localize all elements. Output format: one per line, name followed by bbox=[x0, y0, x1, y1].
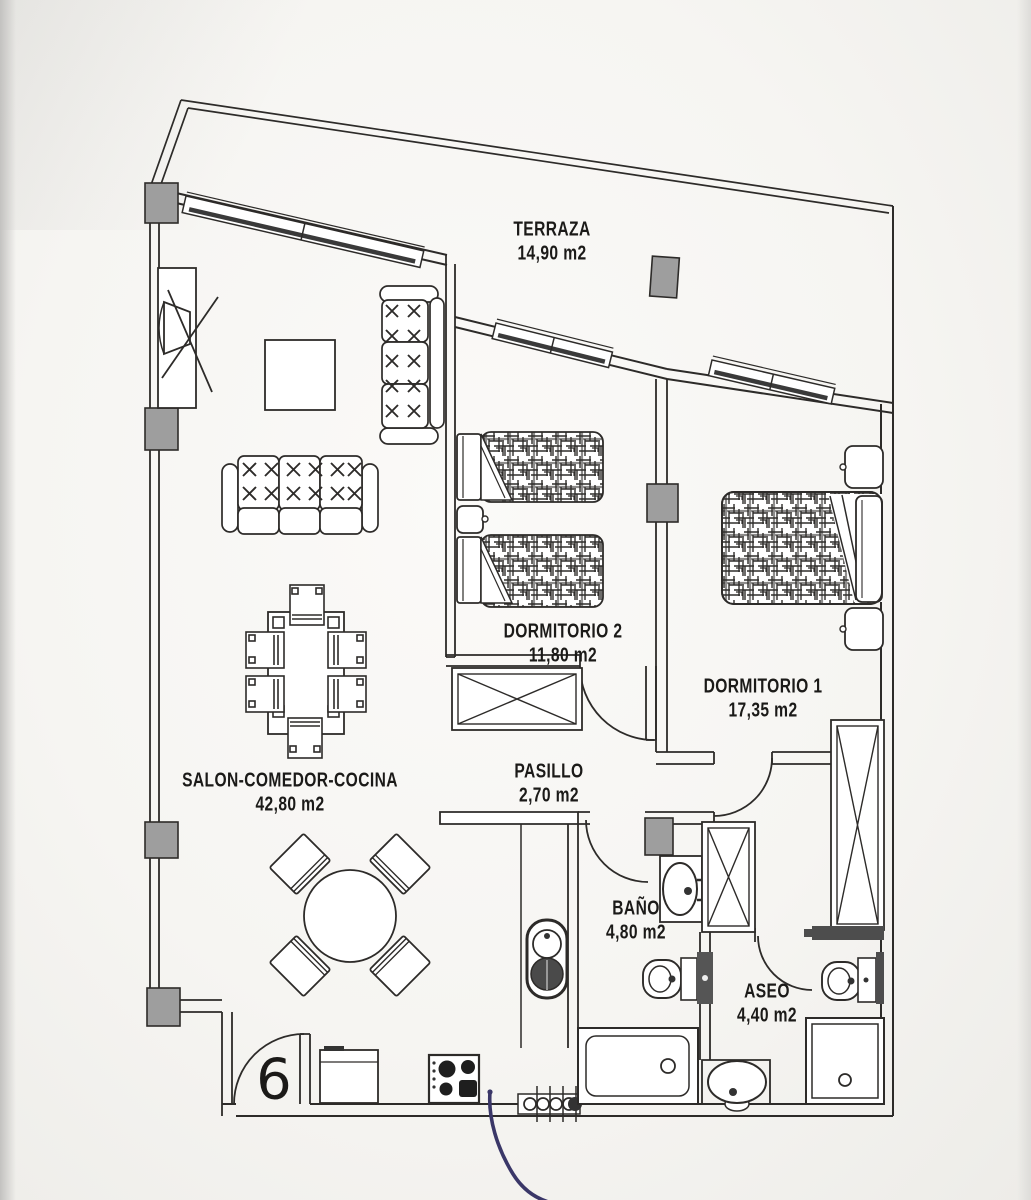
wardrobe-pasillo bbox=[451, 667, 583, 731]
dining-chair bbox=[245, 631, 285, 669]
room-name: DORMITORIO 2 bbox=[503, 620, 623, 643]
single-bed bbox=[456, 431, 604, 503]
wardrobe-dormitorio1 bbox=[830, 719, 885, 931]
bathroom-bano bbox=[577, 821, 756, 1105]
facade-windows bbox=[181, 191, 836, 405]
room-label-dormitorio2: DORMITORIO 2 11,80 m2 bbox=[504, 620, 623, 669]
round-table-chair bbox=[369, 935, 431, 997]
pillar bbox=[146, 987, 181, 1027]
room-area: 4,80 m2 bbox=[606, 922, 666, 944]
toilet-aseo bbox=[821, 952, 884, 1004]
toilet-bano bbox=[642, 952, 713, 1004]
sofa-small-horizontal bbox=[221, 455, 379, 535]
sink-aseo bbox=[701, 1059, 771, 1112]
scan-shadow-left-edge bbox=[0, 0, 16, 1200]
nightstand bbox=[839, 445, 884, 489]
room-label-dormitorio1: DORMITORIO 1 17,35 m2 bbox=[704, 675, 823, 724]
door-dormitorio1 bbox=[713, 757, 773, 817]
room-area: 14,90 m2 bbox=[517, 243, 587, 265]
door-aseo bbox=[757, 935, 813, 991]
entry-door bbox=[233, 1033, 311, 1105]
window-salon bbox=[181, 191, 425, 269]
pillar bbox=[144, 182, 179, 224]
room-name: DORMITORIO 1 bbox=[703, 675, 823, 698]
room-label-salon: SALON-COMEDOR-COCINA 42,80 m2 bbox=[182, 769, 398, 818]
room-name: ASEO bbox=[744, 980, 790, 1003]
scan-shadow-corner bbox=[0, 0, 420, 230]
room-area: 11,80 m2 bbox=[528, 645, 598, 667]
round-table bbox=[303, 869, 397, 963]
pillar bbox=[648, 255, 681, 299]
scan-shadow-right-edge bbox=[1017, 0, 1031, 1200]
radiator-aseo bbox=[812, 926, 884, 940]
room-area: 2,70 m2 bbox=[519, 785, 579, 807]
shower-tray bbox=[805, 1017, 885, 1105]
room-area: 17,35 m2 bbox=[728, 700, 798, 722]
round-table-chair bbox=[269, 935, 331, 997]
pillar bbox=[646, 483, 679, 523]
cooktop bbox=[427, 1053, 481, 1105]
dining-table-set bbox=[245, 584, 367, 759]
nightstand bbox=[839, 607, 884, 651]
terraza-outer-boundary bbox=[150, 99, 894, 214]
room-label-aseo: ASEO 4,40 m2 bbox=[737, 980, 797, 1029]
tv-unit bbox=[157, 267, 219, 409]
room-name: SALON-COMEDOR-COCINA bbox=[182, 769, 398, 792]
room-label-pasillo: PASILLO 2,70 m2 bbox=[514, 760, 583, 809]
dining-chair bbox=[287, 717, 323, 759]
water-heater bbox=[525, 918, 569, 1000]
beds-dormitorio2 bbox=[456, 431, 604, 608]
kitchen-cabinet bbox=[319, 1046, 379, 1104]
single-bed bbox=[456, 534, 604, 608]
round-table-chair bbox=[269, 833, 331, 895]
sofa-large-vertical bbox=[379, 285, 445, 445]
pillar bbox=[144, 821, 179, 859]
dining-chair bbox=[245, 675, 285, 713]
bathtub bbox=[577, 1027, 699, 1105]
room-name: BAÑO bbox=[612, 897, 660, 920]
closet-bano bbox=[701, 821, 756, 933]
unit-number: 6 bbox=[256, 1047, 292, 1113]
room-area: 42,80 m2 bbox=[255, 794, 325, 816]
room-name: PASILLO bbox=[514, 760, 584, 783]
pillar bbox=[644, 817, 674, 856]
sink-bano bbox=[659, 855, 703, 923]
pillars bbox=[144, 182, 681, 1027]
round-table-chair bbox=[369, 833, 431, 895]
room-name: TERRAZA bbox=[513, 218, 591, 241]
room-area: 4,40 m2 bbox=[737, 1005, 797, 1027]
door-bano bbox=[585, 819, 649, 883]
round-table-set bbox=[269, 833, 431, 997]
room-label-bano: BAÑO 4,80 m2 bbox=[606, 897, 666, 946]
dining-chair bbox=[327, 675, 367, 713]
nightstand bbox=[456, 505, 489, 534]
room-label-terraza: TERRAZA 14,90 m2 bbox=[513, 218, 590, 267]
window-dormitorio1 bbox=[707, 355, 836, 405]
kitchen bbox=[319, 918, 582, 1122]
bathroom-aseo bbox=[701, 926, 885, 1112]
window-dormitorio2 bbox=[491, 318, 614, 369]
pillar bbox=[144, 407, 179, 451]
bed-dormitorio1 bbox=[721, 491, 883, 605]
coffee-table bbox=[264, 339, 336, 411]
dining-chair bbox=[327, 631, 367, 669]
interior-walls bbox=[439, 254, 838, 1060]
pen-annotation bbox=[487, 1089, 549, 1200]
door-dormitorio2 bbox=[579, 665, 657, 741]
dining-chair bbox=[289, 584, 325, 626]
radiator-kitchen bbox=[510, 1086, 582, 1122]
